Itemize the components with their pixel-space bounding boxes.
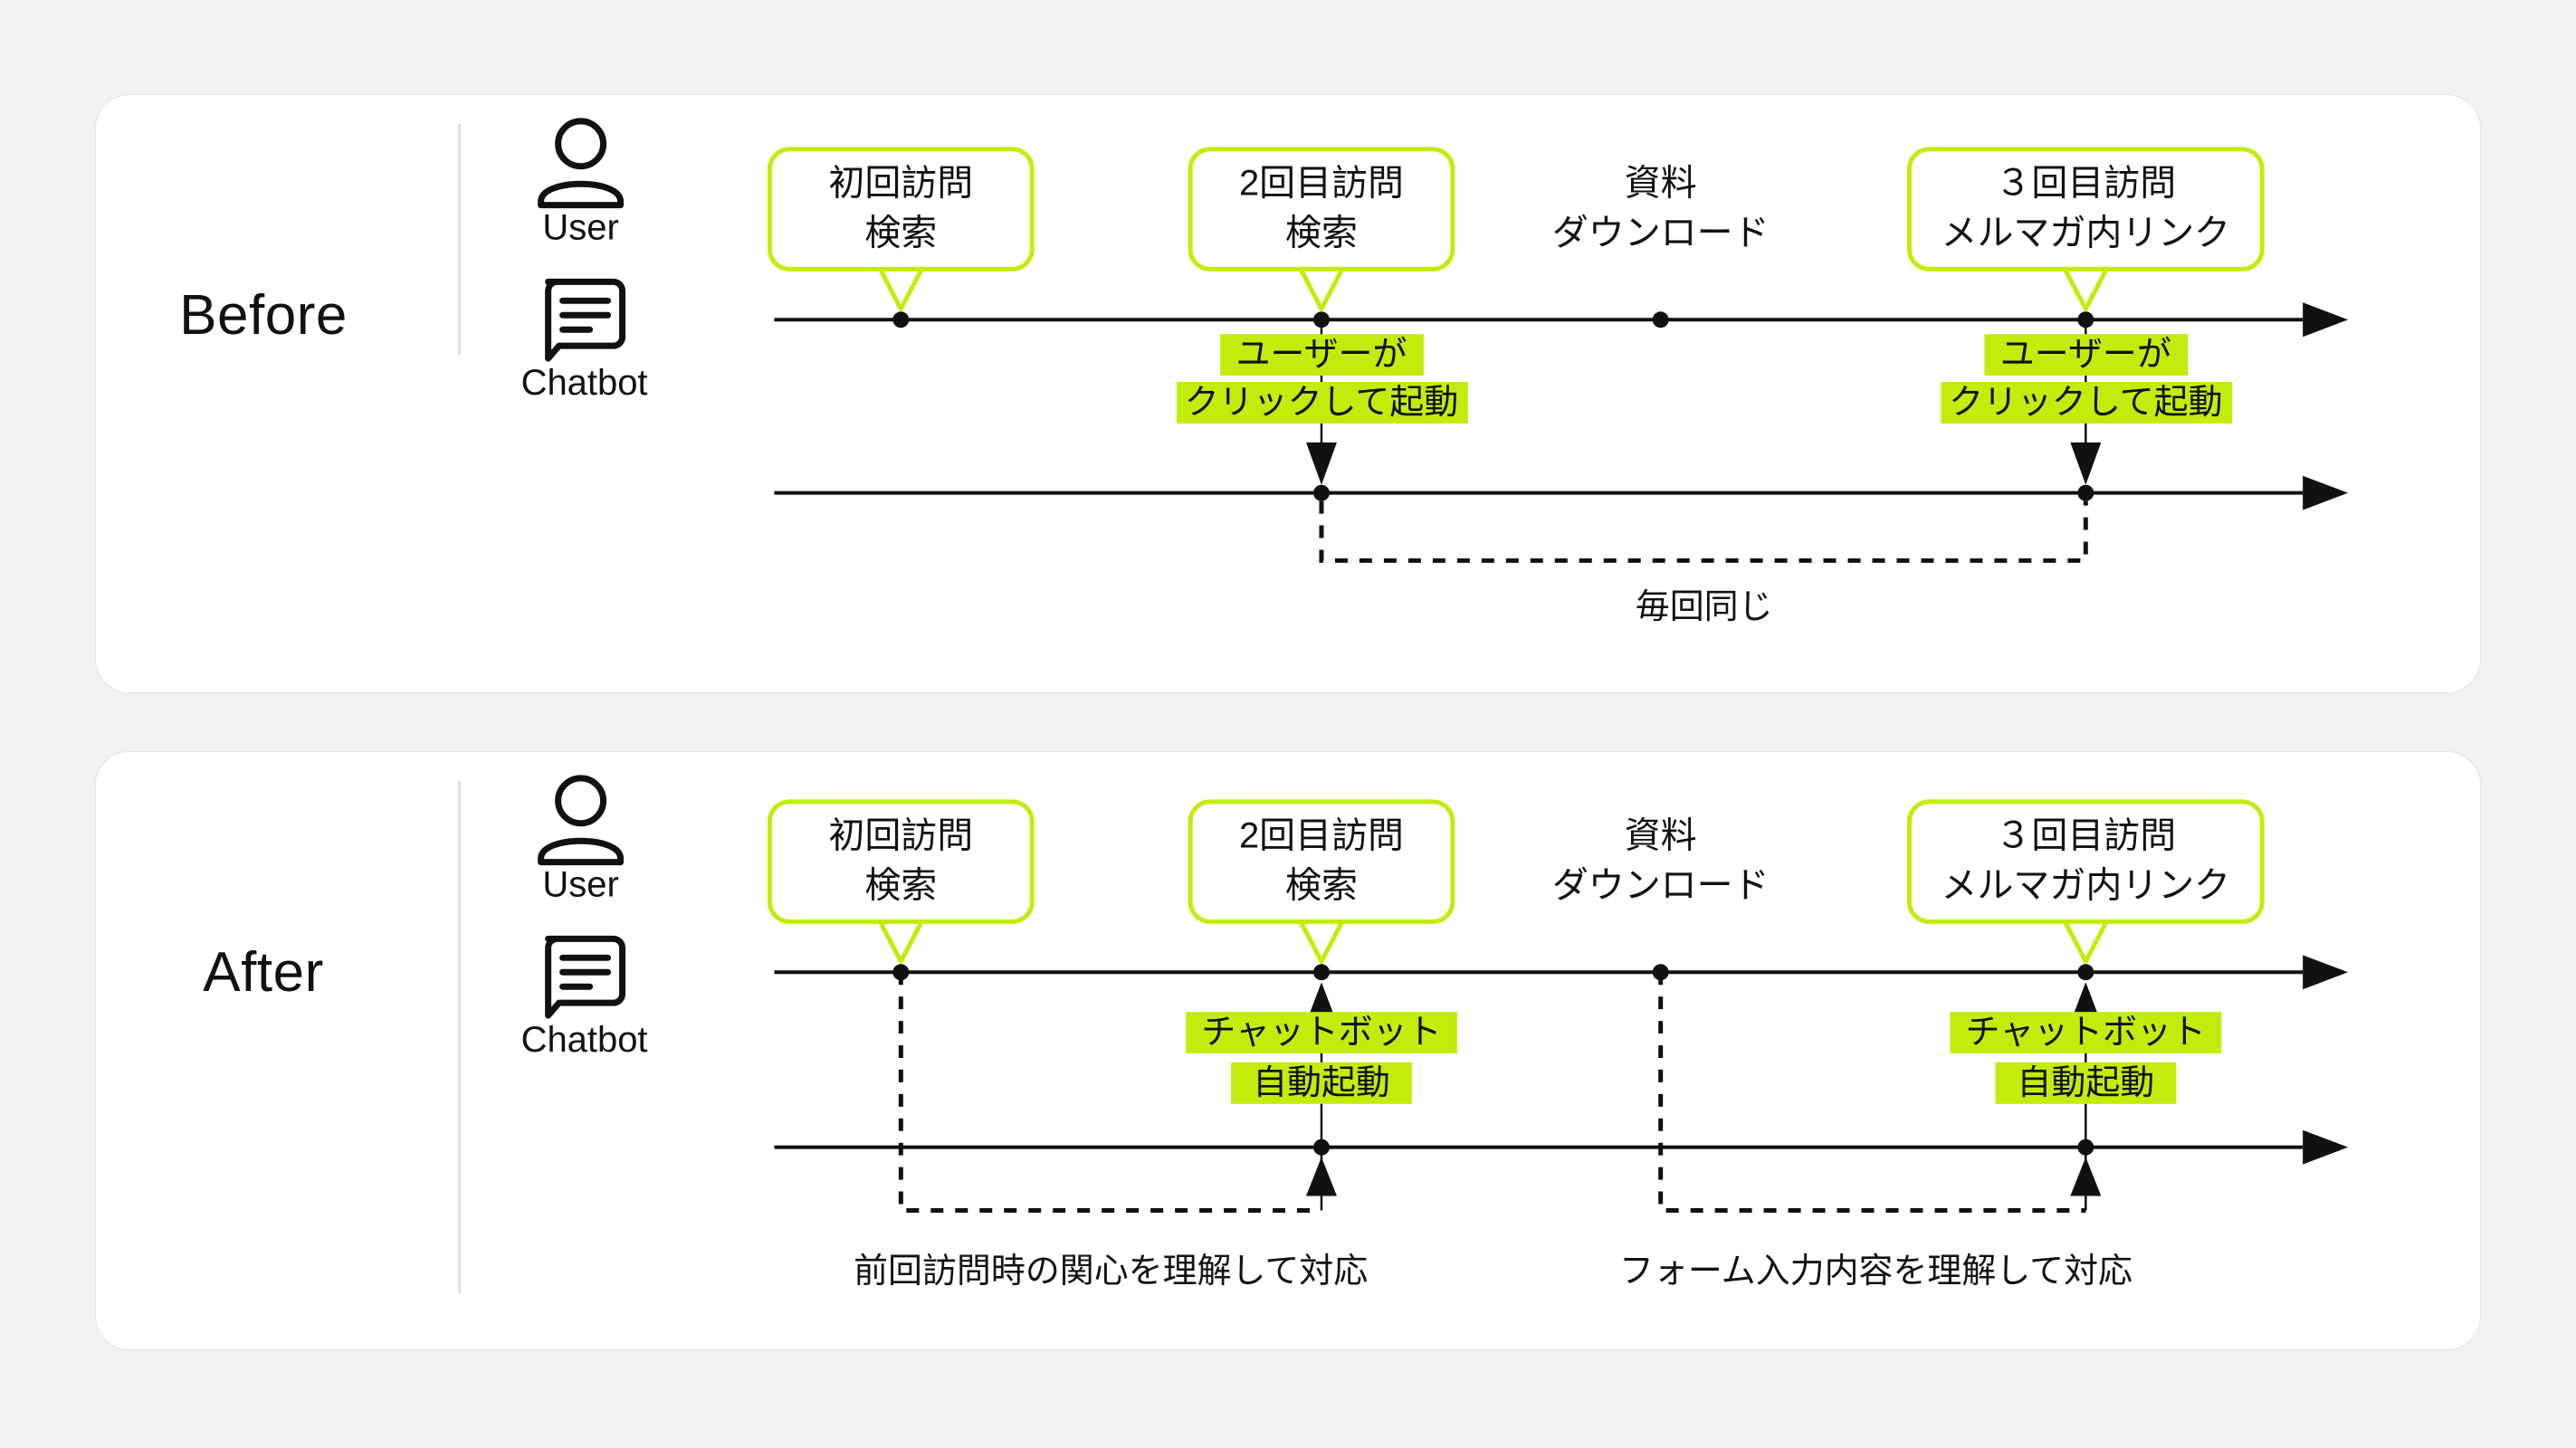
highlight-auto-2: チャットボット 自動起動 [1950,1012,2222,1104]
callout-visit-2[interactable]: 2回目訪問 検索 [1188,799,1455,964]
lane-label-user: User [542,208,618,248]
callout-visit-3-line2: メルマガ内リンク [1942,214,2231,253]
highlight-trigger-1: ユーザーが クリックして起動 [1177,334,1468,424]
bot-dot-1 [1312,1138,1330,1156]
highlight-auto-2-line2: 自動起動 [2017,1064,2154,1102]
caption-previous-visit-interest: 前回訪問時の関心を理解して対応 [854,1253,1368,1291]
callout-visit-1[interactable]: 初回訪問 検索 [767,147,1035,311]
event-dot-user-1 [892,964,910,981]
highlight-trigger-2: ユーザーが クリックして起動 [1941,334,2233,424]
plain-event-line2: ダウンロード [1552,866,1770,906]
chat-bubble-icon [545,935,626,1019]
highlight-trigger-1-line2: クリックして起動 [1185,384,1458,422]
lane-label-chatbot: Chatbot [521,363,648,403]
lane-label-chatbot: Chatbot [521,1020,648,1060]
highlight-trigger-2-line2: クリックして起動 [1949,384,2222,422]
highlight-trigger-1-line1: ユーザーが [1236,336,1407,374]
callout-visit-2[interactable]: 2回目訪問 検索 [1188,147,1455,311]
auto-launch-arrow-bot-2 [2070,1157,2102,1196]
chatbot-timeline [774,475,2349,510]
after-diagram: User Chatbot 初回 [458,775,2349,1294]
event-dot-user-2 [1312,311,1330,329]
chatbot-timeline [774,1129,2349,1165]
caption-same-every-time: 毎回同じ [1636,588,1773,626]
highlight-auto-1: チャットボット 自動起動 [1186,1012,1457,1104]
plain-event-line1: 資料 [1625,816,1697,856]
event-dot-user-2 [1312,964,1330,981]
plain-event-line2: ダウンロード [1552,214,1770,253]
callout-visit-3[interactable]: ３回目訪問 メルマガ内リンク [1906,799,2265,964]
highlight-auto-2-line1: チャットボット [1966,1014,2206,1052]
bot-dot-2 [2077,1138,2094,1156]
callout-visit-3[interactable]: ３回目訪問 メルマガ内リンク [1906,147,2265,311]
bot-dot-2 [2077,484,2094,501]
plain-event-download: 資料 ダウンロード [1552,816,1770,906]
callout-visit-1-line1: 初回訪問 [828,164,973,204]
user-timeline [774,302,2349,338]
callout-visit-2-line2: 検索 [1285,866,1358,906]
memory-path-2 [1658,972,2086,1213]
callout-visit-3-line2: メルマガ内リンク [1942,866,2231,906]
memory-path-1 [898,972,1321,1213]
callout-visit-2-line1: 2回目訪問 [1239,164,1404,204]
before-diagram: User Chatbot 初回 [458,118,2349,626]
person-icon [538,118,625,209]
section-label-before: Before [179,284,348,347]
caption-form-input-understanding: フォーム入力内容を理解して対応 [1619,1253,2132,1291]
callout-visit-1-line2: 検索 [864,866,937,906]
auto-launch-arrow-bot-1 [1305,1157,1337,1196]
lane-label-user: User [542,865,618,905]
event-dot-user-4 [2077,311,2094,329]
highlight-auto-1-line2: 自動起動 [1253,1064,1390,1102]
event-dot-user-4 [2077,964,2094,981]
before-card: Before User Chatbot [95,94,2481,693]
callout-visit-1-line1: 初回訪問 [828,816,973,856]
highlight-auto-1-line1: チャットボット [1201,1014,1441,1052]
user-timeline [774,955,2349,990]
same-every-time-bracket [1319,500,2088,563]
highlight-trigger-2-line1: ユーザーが [2000,336,2171,374]
callout-visit-3-line1: ３回目訪問 [1995,164,2176,204]
event-dot-user-1 [892,311,910,329]
callout-visit-1[interactable]: 初回訪問 検索 [767,799,1035,964]
person-icon [538,775,625,866]
callout-visit-1-line2: 検索 [864,214,937,253]
event-dot-user-3 [1652,964,1669,981]
plain-event-line1: 資料 [1625,164,1697,204]
plain-event-download: 資料 ダウンロード [1552,164,1770,253]
section-label-after: After [203,941,324,1004]
bot-dot-1 [1312,484,1330,501]
callout-visit-2-line2: 検索 [1285,214,1358,253]
callout-visit-2-line1: 2回目訪問 [1239,816,1404,856]
chat-bubble-icon [545,278,626,362]
event-dot-user-3 [1652,311,1669,329]
after-card: After User Chatbot [95,751,2481,1350]
callout-visit-3-line1: ３回目訪問 [1995,816,2176,856]
